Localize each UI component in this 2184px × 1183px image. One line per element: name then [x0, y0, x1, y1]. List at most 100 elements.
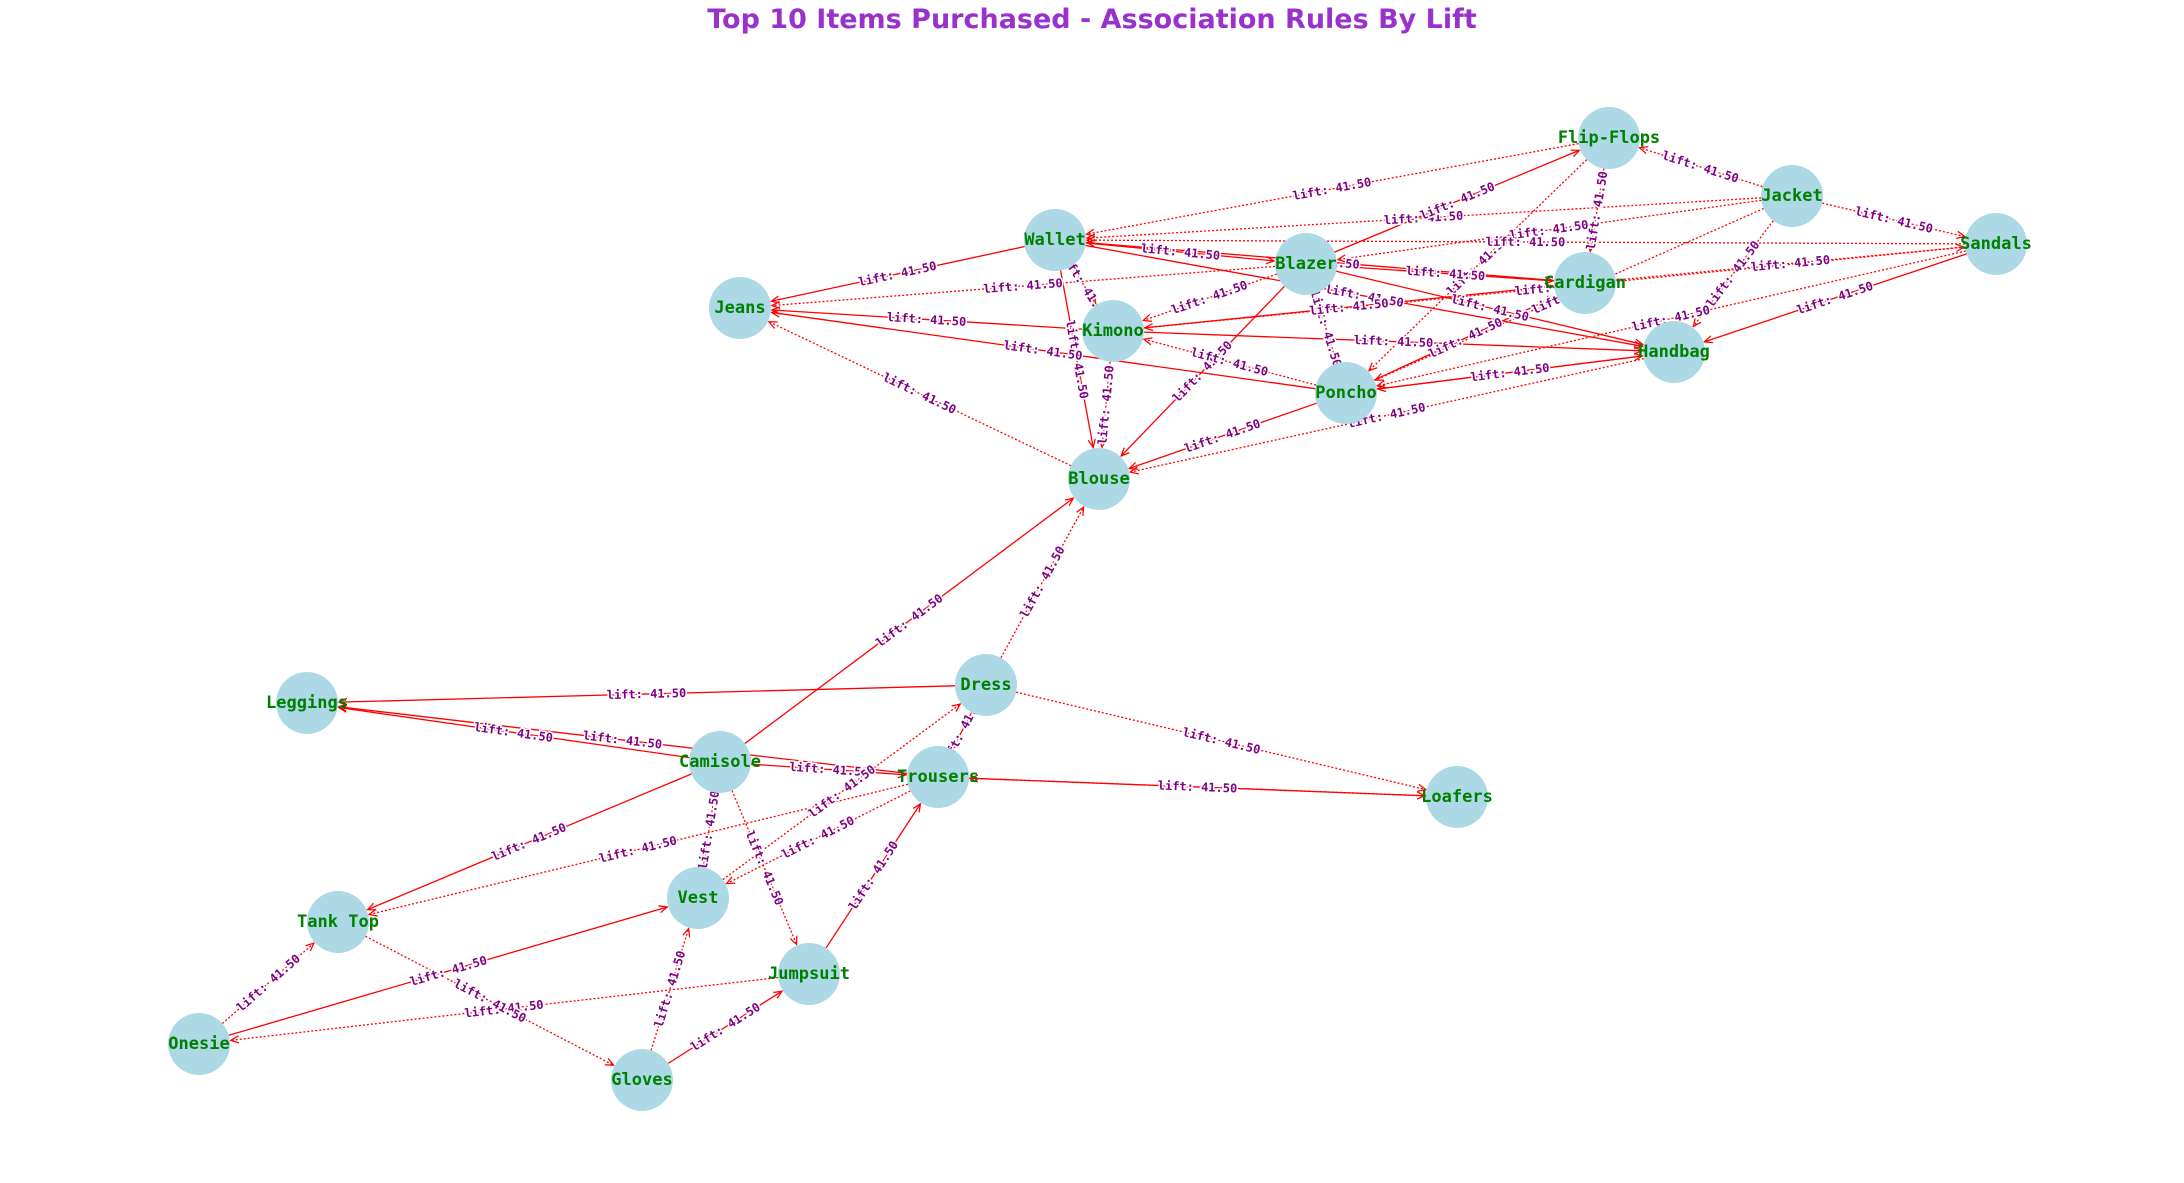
node-label: Blazer — [1275, 254, 1336, 274]
edge-wallet-to-blouse — [1059, 270, 1094, 447]
edge-label-text: lift: 41.50 — [1661, 148, 1741, 185]
edge-label-onesie-to-tanktop: lift: 41.50 — [233, 950, 305, 1016]
node-camisole: Camisole — [679, 731, 761, 793]
edge-wallet-to-jeans — [771, 245, 1025, 302]
node-blouse: Blouse — [1068, 448, 1130, 510]
edge-label-trousers-to-tanktop: lift: 41.50 — [596, 832, 680, 867]
node-dress: Dress — [955, 654, 1017, 716]
edge-label-text: lift: 41.50 — [1095, 365, 1116, 445]
node-circle — [709, 277, 771, 339]
page-title: Top 10 Items Purchased - Association Rul… — [707, 4, 1477, 35]
node-circle — [955, 654, 1017, 716]
edge-jacket-to-flipflops — [1640, 148, 1763, 188]
edge-label-text: lift: 41.50 — [881, 370, 959, 417]
edge-label-wallet-to-jeans: lift: 41.50 — [856, 257, 940, 290]
edge-label-jumpsuit-to-trousers: lift: 41.50 — [844, 837, 902, 914]
node-label: Blouse — [1068, 469, 1129, 489]
edge-blazer-to-handbag — [1335, 270, 1643, 344]
edge-trousers-to-leggings — [339, 707, 908, 775]
edge-label-text: lift: 41.50 — [846, 838, 901, 912]
edge-blazer-to-poncho — [1314, 293, 1336, 363]
node-kimono: Kimono — [1082, 300, 1144, 362]
edge-wallet-to-handbag — [1085, 244, 1643, 347]
edge-poncho-to-cardigan — [1373, 296, 1556, 381]
edge-vest-to-dress — [722, 704, 960, 881]
edge-label-text: lift: 41.50 — [1158, 778, 1238, 795]
edge-label-onesie-to-vest: lift: 41.50 — [407, 952, 490, 991]
edge-vest-to-camisole — [702, 794, 715, 868]
node-circle — [168, 1013, 230, 1075]
node-leggings: Leggings — [266, 672, 348, 734]
node-wallet: Wallet — [1024, 209, 1086, 271]
edge-poncho-to-blouse — [1129, 402, 1317, 468]
edge-jacket-to-wallet — [1087, 197, 1762, 238]
edge-label-text: lift: 41.50 — [1170, 278, 1250, 317]
edge-label-text: lift: 41.50 — [473, 720, 554, 745]
edge-loafers-to-trousers — [970, 778, 1427, 797]
edge-label-text: lift: 41.50 — [1017, 544, 1068, 620]
node-tanktop: Tank Top — [297, 891, 379, 953]
edge-label-camisole-to-tanktop: lift: 41.50 — [488, 819, 570, 866]
edge-label-flipflops-to-wallet: lift: 41.50 — [1290, 173, 1374, 204]
edge-sandals-to-poncho — [1377, 250, 1966, 386]
edge-kimono-to-jeans — [772, 310, 1083, 330]
edge-label-camisole-to-jumpsuit: lift: 41.50 — [741, 827, 788, 909]
edge-flipflops-to-cardigan — [1590, 168, 1605, 252]
edge-label-text: lift: 41.50 — [1140, 241, 1220, 263]
node-flipflops: Flip-Flops — [1558, 107, 1660, 169]
edge-label-sandals-to-wallet: lift: 41.50 — [1484, 233, 1567, 250]
edge-label-text: lift: 41.50 — [598, 833, 679, 865]
node-circle — [778, 943, 840, 1005]
node-circle — [307, 891, 369, 953]
edge-label-dress-to-blouse: lift: 41.50 — [1016, 542, 1070, 621]
node-loafers: Loafers — [1421, 766, 1493, 828]
edge-jacket-to-sandals — [1822, 202, 1965, 237]
node-label: Gloves — [611, 1070, 672, 1090]
edge-onesie-to-tanktop — [221, 943, 314, 1025]
node-circle — [1965, 213, 2027, 275]
edge-label-text: lift: 41.50 — [1405, 264, 1485, 283]
edge-label-blouse-to-jeans: lift: 41.50 — [879, 369, 960, 419]
edge-blazer-to-jeans — [772, 265, 1276, 305]
node-circle — [1761, 165, 1823, 227]
node-label: Cardigan — [1544, 273, 1626, 293]
edge-kimono-to-cardigan — [1143, 286, 1553, 329]
edge-gloves-to-vest — [650, 929, 688, 1051]
edge-label-jacket-to-wallet: lift: 41.50 — [1382, 207, 1465, 229]
node-label: Trousers — [897, 767, 979, 787]
edge-label-text: lift: 41.50 — [1181, 725, 1262, 757]
edge-label-text: lift: 41.50 — [490, 820, 569, 864]
edge-onesie-to-vest — [228, 907, 668, 1036]
node-onesie: Onesie — [168, 1013, 230, 1075]
edge-blazer-to-flipflops — [1334, 150, 1580, 253]
node-sandals: Sandals — [1960, 213, 2032, 275]
edge-label-text: lift: 41.50 — [857, 259, 938, 289]
edge-label-jacket-to-sandals: lift: 41.50 — [1852, 203, 1936, 238]
edge-label-flipflops-to-cardigan: lift: 41.50 — [1582, 169, 1612, 253]
edge-label-trousers-to-loafers: lift: 41.50 — [1156, 777, 1239, 797]
node-label: Loafers — [1421, 787, 1493, 807]
node-circle — [1643, 321, 1705, 383]
edge-sandals-to-handbag — [1704, 253, 1967, 342]
node-vest: Vest — [667, 867, 729, 929]
edge-label-text: lift: 41.50 — [1426, 315, 1504, 361]
edge-label-vest-to-camisole: lift: 41.50 — [694, 788, 724, 872]
node-label: Jeans — [714, 298, 765, 318]
edge-trousers-to-tanktop — [369, 783, 909, 914]
node-label: Flip-Flops — [1558, 128, 1660, 148]
node-circle — [1426, 766, 1488, 828]
node-label: Onesie — [168, 1034, 229, 1054]
edge-label-blazer-to-kimono: lift: 41.50 — [1168, 276, 1251, 318]
edge-label-handbag-to-poncho: lift: 41.50 — [1468, 359, 1552, 386]
node-circle — [1554, 252, 1616, 314]
node-circle — [689, 731, 751, 793]
node-label: Tank Top — [297, 912, 379, 932]
edge-handbag-to-poncho — [1378, 355, 1644, 389]
edge-label-text: lift: 41.50 — [743, 829, 787, 908]
edge-labels-layer: lift: 41.50 lift: 41.50 lift: 41.50 lift: 4… — [233, 147, 1936, 1056]
node-circle — [667, 867, 729, 929]
edge-flipflops-to-wallet — [1086, 142, 1579, 235]
edge-label-kimono-to-handbag: lift: 41.50 — [1352, 332, 1435, 352]
edge-label-text: lift: 41.50 — [1383, 209, 1463, 228]
